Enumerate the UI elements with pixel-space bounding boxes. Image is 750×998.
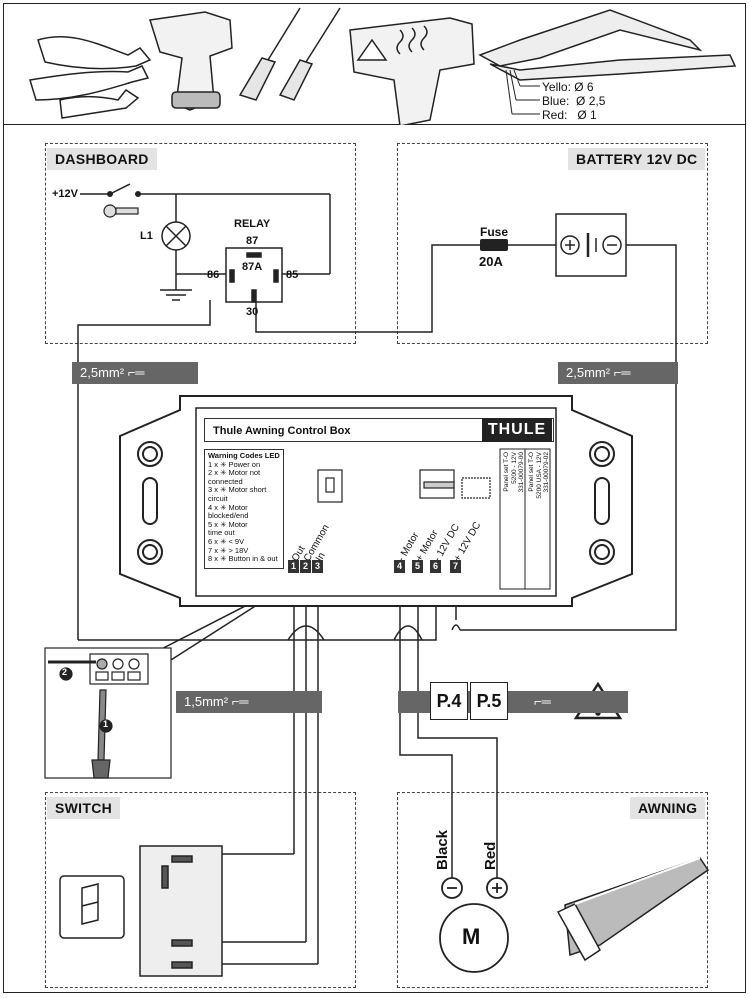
panel-text: 331-00079-00 — [518, 452, 525, 493]
motor-wire-black-label: Black — [434, 829, 451, 870]
panel-text: 5200 USA - 12V — [536, 452, 543, 499]
crimp-size-blue: Blue: Ø 2,5 — [542, 94, 606, 108]
terminal-4[interactable]: 4 — [394, 560, 405, 573]
relay-pin-85: 85 — [286, 269, 299, 281]
warning-code: circuit — [208, 493, 228, 503]
motor-icon — [439, 903, 509, 973]
warning-code: blocked/end — [208, 511, 249, 521]
warning-codes-panel: Warning Codes LED 1 x ✳ Power on 2 x ✳ M… — [204, 449, 284, 569]
wire-icon: ⌐═ — [613, 365, 631, 380]
heat-gun-icon — [349, 17, 475, 125]
dashboard-region — [45, 143, 356, 344]
terminal-3[interactable]: 3 — [312, 560, 323, 573]
wire-icon: ⌐═ — [127, 365, 145, 380]
lamp-label: L1 — [140, 230, 153, 242]
warning-code: 3 x ✳ Motor short — [208, 485, 267, 495]
supply-voltage-label: +12V — [52, 188, 78, 200]
pliers-icon — [37, 36, 152, 70]
tools-illustration — [29, 7, 737, 125]
relay-pin-87a: 87A — [242, 261, 263, 273]
warning-code: time out — [208, 528, 235, 538]
warning-code: connected — [208, 476, 243, 486]
panel-text: Panel set T-O — [528, 452, 535, 492]
callout-1: 1 — [103, 719, 109, 729]
wire-tag-switch: 1,5mm² ⌐═ — [176, 691, 322, 713]
battery-title: BATTERY 12V DC — [568, 148, 706, 170]
terminal-detail-inset — [44, 647, 172, 779]
relay-pin-30: 30 — [246, 306, 259, 318]
battery-region — [397, 143, 708, 344]
key-icon — [103, 204, 139, 218]
crimping-tool-icon — [478, 9, 703, 67]
wire-icon: ⌐═ — [231, 694, 249, 709]
panel-text: 5200 - 12V — [511, 452, 518, 484]
dashboard-title: DASHBOARD — [47, 148, 157, 170]
wire-tag-right: 2,5mm² ⌐═ — [558, 362, 678, 384]
warning-code: 8 x ✳ Button in & out — [208, 554, 278, 564]
motor-label: M — [462, 924, 481, 949]
lamp-icon — [161, 221, 191, 251]
warning-code: 1 x ✳ Power on — [208, 459, 261, 469]
relay-pin-86: 86 — [207, 269, 220, 281]
switch-title: SWITCH — [47, 797, 121, 819]
relay-title: RELAY — [234, 218, 271, 230]
outer-frame — [3, 3, 746, 993]
switch-panel — [139, 845, 223, 977]
wire-icon: ⌐═ — [534, 694, 551, 709]
awning-title: AWNING — [630, 797, 706, 819]
cutters-icon — [59, 88, 140, 119]
thule-logo: THULE — [482, 418, 552, 442]
fuse-icon — [480, 239, 508, 251]
panel-text: 331-00079-02 — [543, 452, 550, 493]
tools-separator — [3, 124, 746, 125]
warning-code: 2 x ✳ Motor not — [208, 468, 261, 478]
warning-codes-title: Warning Codes LED — [208, 451, 280, 460]
terminal-6[interactable]: 6 — [430, 560, 441, 573]
relay-pin-87: 87 — [246, 235, 259, 247]
crimp-size-red: Red: Ø 1 — [542, 108, 597, 122]
terminal-2[interactable]: 2 — [300, 560, 311, 573]
switch-region — [45, 792, 356, 988]
panel-text: Panel set T-O — [503, 452, 510, 492]
screwdriver-icon — [238, 57, 277, 101]
wire-tag-left: 2,5mm² ⌐═ — [72, 362, 198, 384]
battery-pictogram-icon — [461, 477, 491, 499]
battery-icon — [555, 213, 627, 277]
crimp-size-yellow: Yello: Ø 6 — [542, 80, 594, 94]
fuse-label: Fuse — [480, 225, 509, 239]
fuse-rating: 20A — [479, 254, 503, 269]
terminal-1[interactable]: 1 — [288, 560, 299, 573]
warning-code: 4 x ✳ Motor — [208, 502, 248, 512]
terminal-7[interactable]: 7 — [450, 560, 461, 573]
warning-code: 6 x ✳ < 9V — [208, 536, 245, 546]
terminal-5[interactable]: 5 — [412, 560, 423, 573]
warning-code: 5 x ✳ Motor — [208, 519, 248, 529]
relay-icon — [225, 247, 283, 303]
warning-code: 7 x ✳ > 18V — [208, 545, 249, 555]
page-ref-4: P.4 — [430, 682, 468, 720]
motor-wire-red-label: Red — [482, 841, 499, 870]
awning-region — [397, 792, 708, 988]
awning-illustration — [556, 857, 710, 962]
callout-2: 2 — [62, 667, 68, 677]
page-ref-5: P.5 — [470, 682, 508, 720]
